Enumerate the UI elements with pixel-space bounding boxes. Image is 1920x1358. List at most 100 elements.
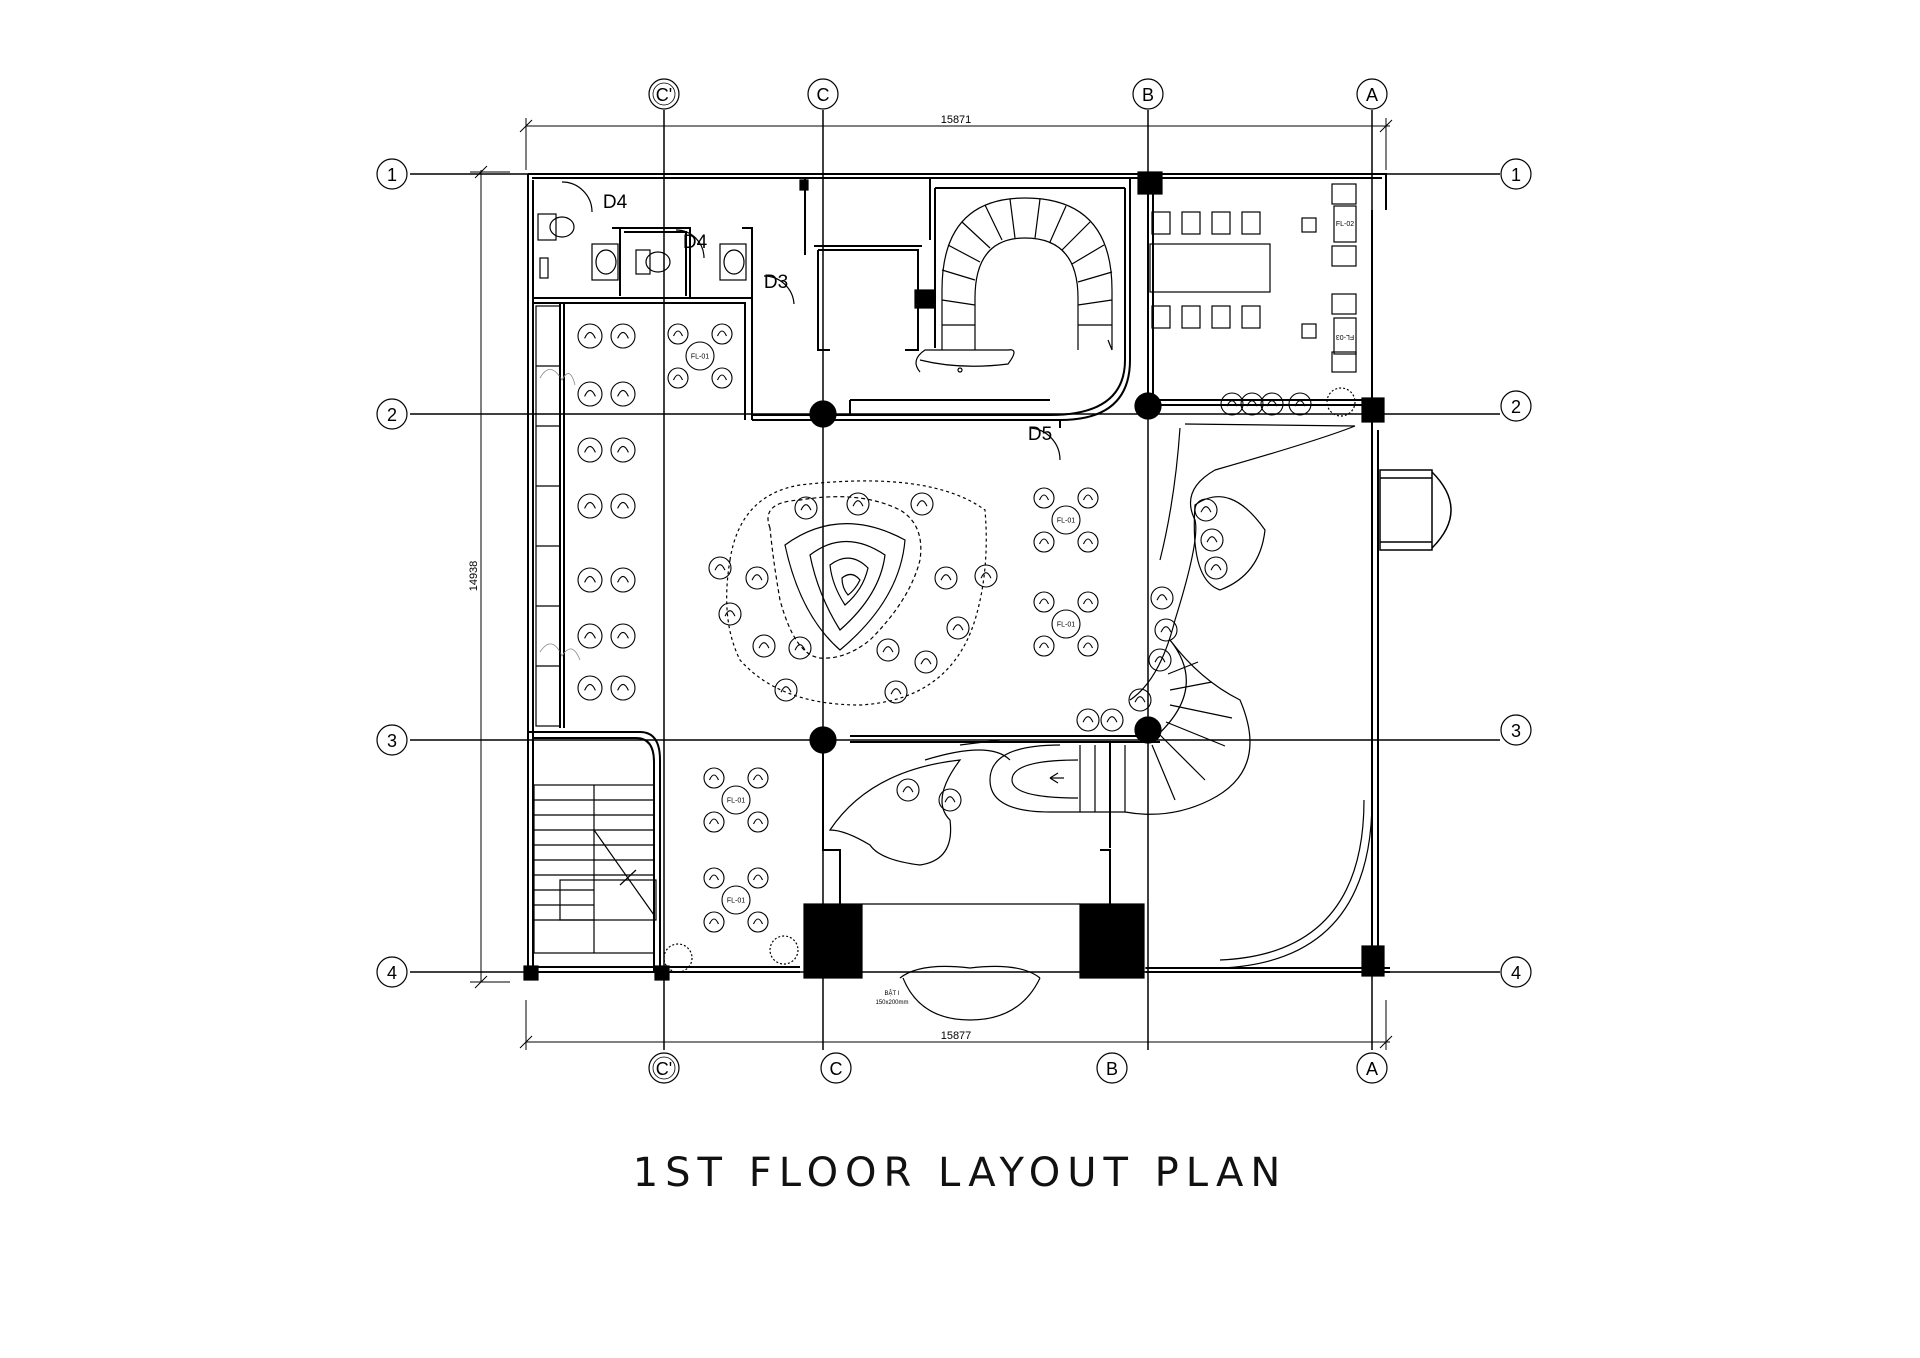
chair bbox=[747, 867, 769, 889]
chair bbox=[1077, 591, 1099, 613]
bench-chair bbox=[610, 567, 636, 593]
grid-label-bottom-2: C bbox=[830, 1059, 843, 1079]
bench-chair bbox=[577, 675, 603, 701]
bench-seating-left bbox=[535, 305, 561, 727]
bench-chair bbox=[577, 567, 603, 593]
lounge-chair bbox=[1288, 392, 1312, 416]
lounge-chair bbox=[846, 492, 870, 516]
bench-chair bbox=[577, 493, 603, 519]
bay-window bbox=[1379, 469, 1452, 551]
table-tag-fl01: FL-01 bbox=[727, 898, 745, 905]
grid-bubble-bottom-a: A bbox=[1356, 1052, 1388, 1084]
chair bbox=[1033, 591, 1055, 613]
stair-curved-right bbox=[989, 639, 1251, 815]
grid-bubble-left-2: 2 bbox=[376, 398, 408, 430]
grid-label-left-4: 4 bbox=[387, 963, 397, 983]
grid-label-top-3: B bbox=[1142, 85, 1154, 105]
chair bbox=[703, 811, 725, 833]
chair bbox=[1033, 635, 1055, 657]
chair bbox=[747, 911, 769, 933]
lounge-chair bbox=[1240, 392, 1264, 416]
curtain-wall-curve bbox=[1219, 799, 1373, 969]
grid-bubble-bottom-cprime: C' bbox=[648, 1052, 680, 1084]
stair-straight-left bbox=[533, 784, 657, 954]
dimension-left: 14938 bbox=[468, 561, 480, 592]
chair bbox=[1077, 531, 1099, 553]
lounge-chair bbox=[946, 616, 970, 640]
exterior-walls bbox=[527, 173, 1390, 973]
round-table-clusters bbox=[577, 323, 1312, 933]
chair bbox=[711, 367, 733, 389]
decorative-sketch bbox=[539, 369, 581, 661]
plan-title: 1ST FLOOR LAYOUT PLAN bbox=[632, 1150, 1288, 1196]
grid-bubble-right-2: 2 bbox=[1500, 390, 1532, 422]
dimension-bottom: 15877 bbox=[941, 1030, 972, 1042]
structural-columns bbox=[523, 171, 1385, 981]
lounge-chair bbox=[1154, 618, 1178, 642]
grid-label-bottom-1: C' bbox=[656, 1059, 672, 1079]
bench-chair bbox=[610, 493, 636, 519]
lounge-chair bbox=[974, 564, 998, 588]
lounge-chair bbox=[788, 636, 812, 660]
grid-bubble-right-3: 3 bbox=[1500, 714, 1532, 746]
lounge-chair bbox=[708, 556, 732, 580]
grid-label-left-1: 1 bbox=[387, 165, 397, 185]
entrance-label: BẬT I bbox=[885, 990, 900, 997]
grid-label-top-2: C bbox=[817, 85, 830, 105]
lounge-chair bbox=[1128, 688, 1152, 712]
grid-bubble-top-b: B bbox=[1132, 78, 1164, 110]
lounge-chair bbox=[876, 638, 900, 662]
grid-bubble-top-c: C bbox=[807, 78, 839, 110]
chair bbox=[1077, 635, 1099, 657]
lounge-chair bbox=[1260, 392, 1284, 416]
toilet-fixtures bbox=[537, 181, 1061, 461]
stair-spiral-top bbox=[915, 197, 1113, 373]
grid-bubble-bottom-c: C bbox=[820, 1052, 852, 1084]
grid-lines bbox=[410, 110, 1500, 1050]
table-cluster bbox=[1051, 505, 1081, 535]
grid-label-top-1: C' bbox=[656, 85, 672, 105]
grid-label-right-4: 4 bbox=[1511, 963, 1521, 983]
lounge-chair bbox=[752, 634, 776, 658]
table-tag-fl01: FL-01 bbox=[691, 354, 709, 361]
lounge-chair bbox=[774, 678, 798, 702]
grid-bubble-right-1: 1 bbox=[1500, 158, 1532, 190]
entrance-size: 150x200mm bbox=[875, 1000, 908, 1006]
chair bbox=[1033, 531, 1055, 553]
table-cluster bbox=[721, 885, 751, 915]
chair bbox=[667, 367, 689, 389]
table-cluster bbox=[1051, 609, 1081, 639]
bench-chair bbox=[610, 437, 636, 463]
grid-bubble-left-1: 1 bbox=[376, 158, 408, 190]
lounge-chair bbox=[938, 788, 962, 812]
lounge-chair bbox=[1150, 586, 1174, 610]
grid-label-right-1: 1 bbox=[1511, 165, 1521, 185]
chair bbox=[667, 323, 689, 345]
door-tag-d4-a: D4 bbox=[603, 192, 628, 213]
grid-label-top-4: A bbox=[1366, 85, 1378, 105]
lounge-chair bbox=[1200, 528, 1224, 552]
grid-label-bottom-4: A bbox=[1366, 1059, 1378, 1079]
bench-chair bbox=[577, 323, 603, 349]
grid-label-left-2: 2 bbox=[387, 405, 397, 425]
grid-label-right-3: 3 bbox=[1511, 721, 1521, 741]
chair bbox=[711, 323, 733, 345]
door-tag-d5: D5 bbox=[1028, 424, 1052, 445]
table-tag-fl02: FL-02 bbox=[1336, 221, 1354, 228]
bench-chair bbox=[577, 381, 603, 407]
table-cluster bbox=[721, 785, 751, 815]
chair bbox=[747, 811, 769, 833]
lounge-chair bbox=[934, 566, 958, 590]
chair bbox=[703, 767, 725, 789]
meeting-chairs bbox=[1149, 183, 1357, 373]
grid-bubble-top-a: A bbox=[1356, 78, 1388, 110]
chair bbox=[1077, 487, 1099, 509]
chair bbox=[703, 867, 725, 889]
curved-counter bbox=[828, 423, 1356, 866]
central-bar-island bbox=[767, 496, 922, 659]
bench-chair bbox=[610, 675, 636, 701]
lounge-chair bbox=[914, 650, 938, 674]
lounge-zone-boundary bbox=[726, 480, 987, 706]
grid-bubble-left-3: 3 bbox=[376, 724, 408, 756]
